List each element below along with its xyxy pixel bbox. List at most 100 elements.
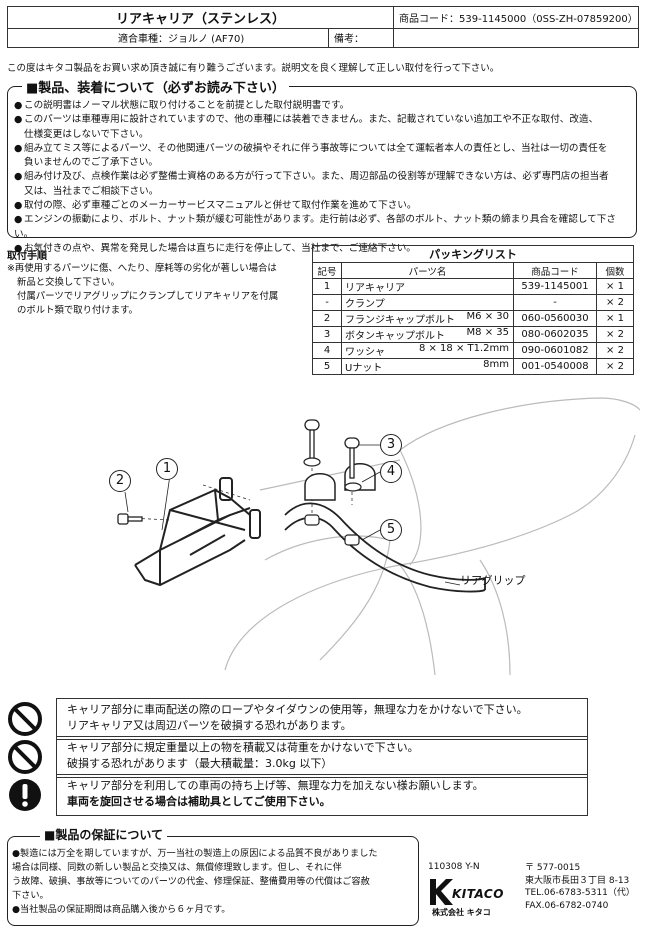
warranty-heading: ■製品の保証について bbox=[40, 826, 167, 843]
callout-leaders bbox=[124, 444, 461, 586]
part-code: - bbox=[513, 294, 597, 311]
procedure-heading: 取付手順 bbox=[7, 251, 47, 262]
warning-line: 破損する恐れがあります（最大積載量：3.0kg 以下） bbox=[67, 757, 333, 770]
brand-name: KITACO bbox=[452, 887, 504, 901]
part-quantity: × 1 bbox=[596, 278, 634, 295]
warranty-line: ●当社製品の保証期間は商品購入後から６ヶ月です。 bbox=[12, 904, 231, 915]
warranty-line: ●製造には万全を期していますが、万一当社の製造上の原因による品質不良がありました bbox=[12, 848, 378, 859]
warranty-box bbox=[7, 836, 419, 926]
part-name: クランプ bbox=[345, 299, 385, 310]
procedure-text: ※再使用するパーツに傷、へたり、摩耗等の劣化が著しい場合は 新品と交換して下さい… bbox=[7, 262, 278, 318]
clamp bbox=[304, 463, 376, 501]
part-name: ボタンキャップボルト bbox=[345, 331, 445, 342]
notice-item: 負いませんのでご了承下さい。 bbox=[24, 157, 159, 169]
notice-item: 仕様変更はしないで下さい。 bbox=[24, 128, 149, 140]
row-number: 2 bbox=[312, 310, 342, 327]
prohibition-icon bbox=[8, 740, 42, 774]
procedure-line: 新品と交換して下さい。 bbox=[17, 277, 120, 288]
washer bbox=[303, 457, 362, 492]
callout-3: 3 bbox=[380, 434, 402, 456]
installation-diagram bbox=[117, 397, 640, 676]
warning-box: キャリア部分に車両配送の際のロープやタイダウンの使用等，無理な力をかけないで下さ… bbox=[8, 698, 588, 740]
part-name-cell: フランジキャップボルト M6 × 30 bbox=[341, 310, 514, 327]
part-name-cell: クランプ bbox=[341, 294, 514, 311]
warranty-line: 場合は同様、同数の新しい製品と交換又は、無償修理致します。但し、それに伴 bbox=[12, 862, 342, 873]
callout-2: 2 bbox=[109, 470, 131, 492]
product-code: 商品コード：539-1145000（0SS-ZH-07859200） bbox=[399, 14, 638, 25]
notice-item: 又は、当社までご相談下さい。 bbox=[24, 185, 159, 197]
notice-item: ●このパーツは車種専用に設計されていますので、他の車種には装着できません。また、… bbox=[14, 114, 599, 126]
rear-carrier-rack bbox=[134, 477, 261, 587]
part-name: フランジキャップボルト bbox=[345, 315, 455, 326]
kitaco-logo: KITACO 株式会社 キタコ bbox=[428, 875, 520, 920]
part-name-cell: リアキャリア bbox=[341, 278, 514, 295]
part-code: 539-1145001 bbox=[513, 278, 597, 295]
col-header: 個数 bbox=[596, 262, 634, 279]
warranty-text: ●製造には万全を期していますが、万一当社の製造上の原因による品質不良がありました… bbox=[12, 847, 416, 917]
warranty-line: う故障、破損、事故等についてのパーツの代金、修理保証、整備費用等の代償はご容赦 bbox=[12, 876, 370, 887]
part-quantity: × 2 bbox=[596, 358, 634, 375]
model-row: 適合車種：ジョルノ (AF70) bbox=[118, 34, 245, 45]
row-number: 1 bbox=[312, 278, 342, 295]
part-code: 080-0602035 bbox=[513, 326, 597, 343]
row-number: - bbox=[312, 294, 342, 311]
notice-list: ●この説明書はノーマル状態に取り付けることを前提とした取付説明書です。 ●このパ… bbox=[14, 99, 632, 256]
notice-heading: ■製品、装着について（必ずお読み下さい） bbox=[22, 77, 289, 96]
part-spec: M6 × 30 bbox=[466, 311, 509, 322]
warning-line: キャリア部分に車両配送の際のロープやタイダウンの使用等，無理な力をかけないで下さ… bbox=[67, 703, 528, 716]
row-number: 5 bbox=[312, 358, 342, 375]
part-code: 001-0540008 bbox=[513, 358, 597, 375]
intro-text: この度はキタコ製品をお買い求め頂き誠に有り難うございます。説明文を良く理解して正… bbox=[7, 63, 500, 74]
warning-line: 車両を旋回させる場合は補助具としてご使用下さい。 bbox=[67, 795, 331, 808]
procedure-line: ※再使用するパーツに傷、へたり、摩耗等の劣化が著しい場合は bbox=[7, 263, 277, 274]
warning-line: リアキャリア又は周辺パーツを破損する恐れがあります。 bbox=[67, 719, 352, 732]
warning-line: キャリア部分を利用しての車両の持ち上げ等、無理な力を加えない様お願いします。 bbox=[67, 779, 484, 792]
callout-4: 4 bbox=[380, 461, 402, 483]
company-name: 株式会社 キタコ bbox=[432, 908, 491, 917]
flange-cap-bolt bbox=[117, 513, 143, 525]
part-name: Uナット bbox=[345, 363, 383, 374]
warning-line: キャリア部分に規定重量以上の物を積載又は荷重をかけないで下さい。 bbox=[67, 741, 419, 754]
part-spec: 8 × 18 × T1.2mm bbox=[418, 343, 509, 354]
packing-list-title: パッキングリスト bbox=[312, 245, 634, 263]
callout-5: 5 bbox=[380, 519, 402, 541]
scooter-body-outline bbox=[224, 397, 640, 676]
notice-item: ●組み付け及び、点検作業は必ず整備士資格のある方が行って下さい。また、周辺部品の… bbox=[14, 171, 609, 183]
warning-box: キャリア部分に規定重量以上の物を積載又は荷重をかけないで下さい。 破損する恐れが… bbox=[8, 736, 588, 778]
part-spec: M8 × 35 bbox=[466, 327, 509, 338]
col-header: 商品コード bbox=[513, 262, 597, 279]
product-title: リアキャリア（ステンレス） bbox=[115, 12, 285, 27]
part-code: 090-0601082 bbox=[513, 342, 597, 359]
u-nut bbox=[304, 514, 360, 546]
part-quantity: × 1 bbox=[596, 310, 634, 327]
part-name: リアキャリア bbox=[345, 283, 405, 294]
col-header: パーツ名 bbox=[341, 262, 514, 279]
header-table: リアキャリア（ステンレス） 商品コード：539-1145000（0SS-ZH-0… bbox=[7, 6, 639, 48]
exclamation-icon bbox=[9, 779, 41, 811]
doc-id: 110308 Y-N bbox=[428, 862, 480, 872]
procedure-line: のボルト類で取り付けます。 bbox=[17, 305, 138, 316]
warranty-line: 下さい。 bbox=[12, 890, 49, 901]
notice-item: ●エンジンの振動により、ボルト、ナット類が緩む可能性があります。走行前は必ず、各… bbox=[14, 214, 616, 240]
part-quantity: × 2 bbox=[596, 342, 634, 359]
part-code: 060-0560030 bbox=[513, 310, 597, 327]
notice-item: ●この説明書はノーマル状態に取り付けることを前提とした取付説明書です。 bbox=[14, 100, 350, 111]
notice-item: ●お気付きの点や、異常を発見した場合は直ちに走行を停止して、当社まで、ご連絡下さ… bbox=[14, 242, 416, 254]
row-number: 3 bbox=[312, 326, 342, 343]
notes-label: 備考： bbox=[334, 34, 364, 45]
address: 東大阪市長田３丁目 8-13 bbox=[525, 875, 630, 886]
postal-code: 〒 577-0015 bbox=[525, 863, 581, 873]
notice-item: ●組み立てミス等によるパーツ、その他関連パーツの破損やそれに伴う事故等については… bbox=[14, 142, 608, 154]
warning-box: キャリア部分を利用しての車両の持ち上げ等、無理な力を加えない様お願いします。 車… bbox=[9, 774, 588, 816]
fax: FAX.06-6782-0740 bbox=[525, 900, 609, 911]
procedure-line: 付属パーツでリアグリップにクランプしてリアキャリアを付属 bbox=[17, 291, 279, 302]
notice-box bbox=[7, 86, 637, 238]
